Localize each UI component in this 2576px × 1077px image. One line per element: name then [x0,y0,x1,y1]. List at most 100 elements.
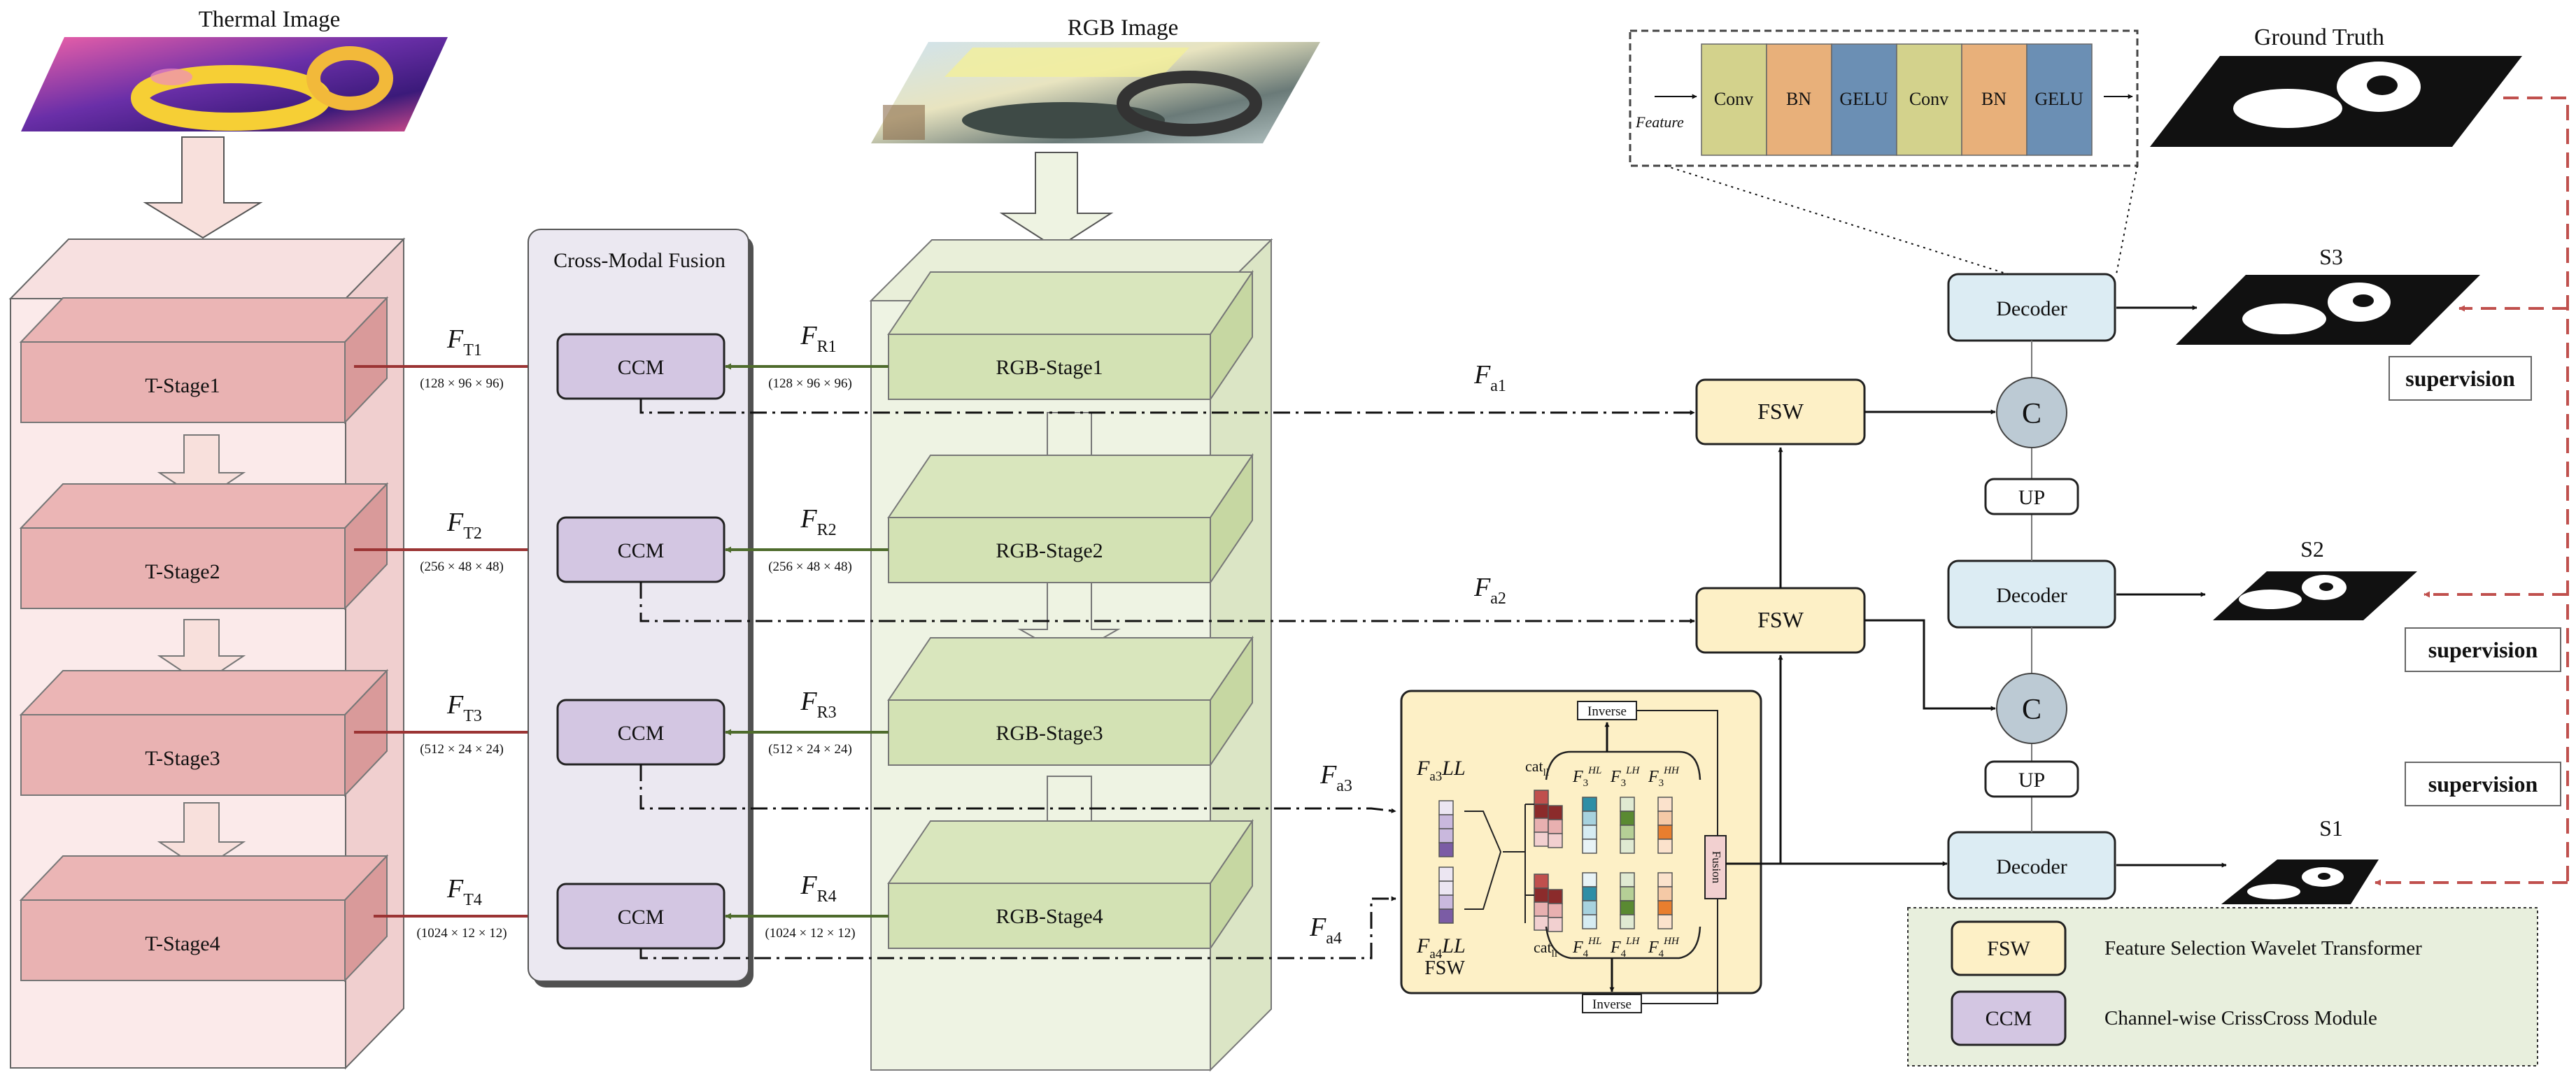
agg-feature-3-symbol: F [1319,760,1337,790]
decoder-layer-5-bn: BN [1961,43,2027,156]
fsw-input-bottom-suffix: LL [1441,934,1465,957]
fsw-cat-top-b [1548,805,1563,848]
agg-connector-4 [639,896,1396,960]
thermal-stage-2-label: T-Stage2 [145,560,220,583]
rgb-feature-2: FR2 [800,504,836,539]
thermal-feature-2: FT2 [446,508,482,543]
legend-text-fsw: Feature Selection Wavelet Transformer [2104,937,2422,960]
decoder-layer-2-label: BN [1786,89,1811,109]
fsw-bottom-band-2-symbol: F [1610,939,1621,957]
rgb-image [871,42,1320,143]
rgb-stage-4-label: RGB-Stage4 [996,905,1103,928]
decoder-2: Decoder [1947,559,2116,629]
fsw-top-band-2-symbol: F [1610,768,1621,786]
ccm-1-label: CCM [618,356,665,379]
legend-items: FSW Feature Selection Wavelet Transformer… [1951,920,2422,1046]
concat-1: C [1996,377,2067,448]
fsw-input-bottom-symbol: F [1416,934,1430,957]
output-s1-mask [2221,860,2379,904]
ccm-4: CCM [556,883,726,950]
supervision-text-1: supervision [2405,366,2515,391]
fsw-bottom-band-3-sub: 4 [1659,948,1664,960]
thermal-feature-labels: FT1(128 × 96 × 96)FT2(256 × 48 × 48)FT3(… [354,324,557,941]
thermal-feature-4-subscript: T4 [463,891,482,909]
legend-key-ccm: CCM [1986,1007,2032,1030]
decoder-3: Decoder [1947,273,2116,342]
agg-feature-4: Fa4 [1309,913,1342,948]
rgb-feature-3-symbol: F [800,687,817,716]
fsw-fusion-label: Fusion [1710,851,1723,884]
decoder-layer-2-bn: BN [1766,43,1832,156]
agg-feature-1-symbol: F [1473,360,1491,390]
ccm-1: CCM [556,333,726,400]
agg-feature-3: Fa3 [1319,760,1352,795]
fsw-cat-top-label-sub: ll [1543,767,1549,778]
fsw-node-1: FSW [1695,378,1866,445]
thermal-branch: Thermal Image T-Stage1T-Stage2T-Stage3T-… [8,7,557,1070]
decoder-layer-4-conv: Conv [1896,43,1962,156]
thermal-feature-4-dims: (1024 × 12 × 12) [416,926,507,941]
fsw-band-hl-top [1582,797,1597,854]
fsw-top-band-3-sub: 3 [1659,778,1664,789]
thermal-stage-4-label: T-Stage4 [145,932,220,955]
thermal-feature-2-subscript: T2 [463,525,482,543]
rgb-feature-1: FR1 [800,321,836,356]
fsw-bottom-band-3: F4HH [1648,936,1680,960]
decoder-1: Decoder [1947,831,2116,900]
rgb-feature-2-dims: (256 × 48 × 48) [768,559,852,574]
fsw-input-bottom: Fa4LL [1416,934,1466,962]
supervision-label-1: supervision [2389,356,2532,401]
rgb-stage-3: RGB-Stage3 [887,635,1254,768]
fsw-inverse-top: Inverse [1577,701,1637,720]
rgb-feature-3-subscript: R3 [817,704,837,722]
thermal-title: Thermal Image [199,7,340,32]
fsw-cat-top-label-main: cat [1525,757,1543,775]
fsw-fusion-box: Fusion [1704,835,1727,899]
rgb-stage-1: RGB-Stage1 [887,269,1254,402]
agg-feature-1-subscript: a1 [1490,377,1506,395]
fsw-detail-label: FSW [1424,957,1465,979]
legend-key-fsw: FSW [1987,937,2030,960]
rgb-feature-1-dims: (128 × 96 × 96) [768,376,852,391]
rgb-stage-2: RGB-Stage2 [887,452,1254,585]
decoder-layer-4-label: Conv [1909,89,1948,109]
rgb-feature-4-subscript: R4 [817,887,837,906]
agg-connector-3 [639,764,1396,813]
decoder-layer-1-conv: Conv [1701,43,1767,156]
fsw-input-top-symbol: F [1416,757,1430,780]
rgb-stage-3-label: RGB-Stage3 [996,722,1103,745]
thermal-feature-4: FT4 [446,874,482,909]
rgb-feature-4: FR4 [800,871,836,906]
output-s3-label: S3 [2319,244,2343,269]
fsw-top-band-2: F3LH [1610,765,1641,789]
fsw-cat-top-a [1534,790,1549,847]
thermal-stage-4: T-Stage4 [19,854,389,983]
output-s1-label: S1 [2319,815,2343,841]
thermal-feature-1-symbol: F [446,324,464,354]
thermal-feature-3-subscript: T3 [463,707,482,725]
up-2-label: UP [2018,769,2045,792]
fsw-top-band-2-sub: 3 [1621,778,1627,789]
ground-truth-title: Ground Truth [2254,24,2384,50]
rgb-feature-1-symbol: F [800,321,817,350]
rgb-feature-4-symbol: F [800,871,817,900]
thermal-feature-3-dims: (512 × 24 × 24) [420,742,504,757]
rgb-feature-3-dims: (512 × 24 × 24) [768,742,852,757]
up-1: UP [1984,478,2079,515]
agg-feature-2-symbol: F [1473,573,1491,602]
thermal-feature-3-symbol: F [446,690,464,720]
concat-1-label: C [2022,398,2041,430]
supervision-label-3: supervision [2405,762,2561,806]
thermal-feature-4-symbol: F [446,874,464,904]
fsw-bottom-band-1-sub: 4 [1583,948,1589,960]
supervision-label-2: supervision [2405,627,2561,672]
decoder-layer-1-label: Conv [1714,89,1753,109]
output-s3-mask [2176,275,2480,345]
fsw-inverse-bottom-label: Inverse [1592,997,1632,1012]
ccm-3-label: CCM [618,722,665,745]
